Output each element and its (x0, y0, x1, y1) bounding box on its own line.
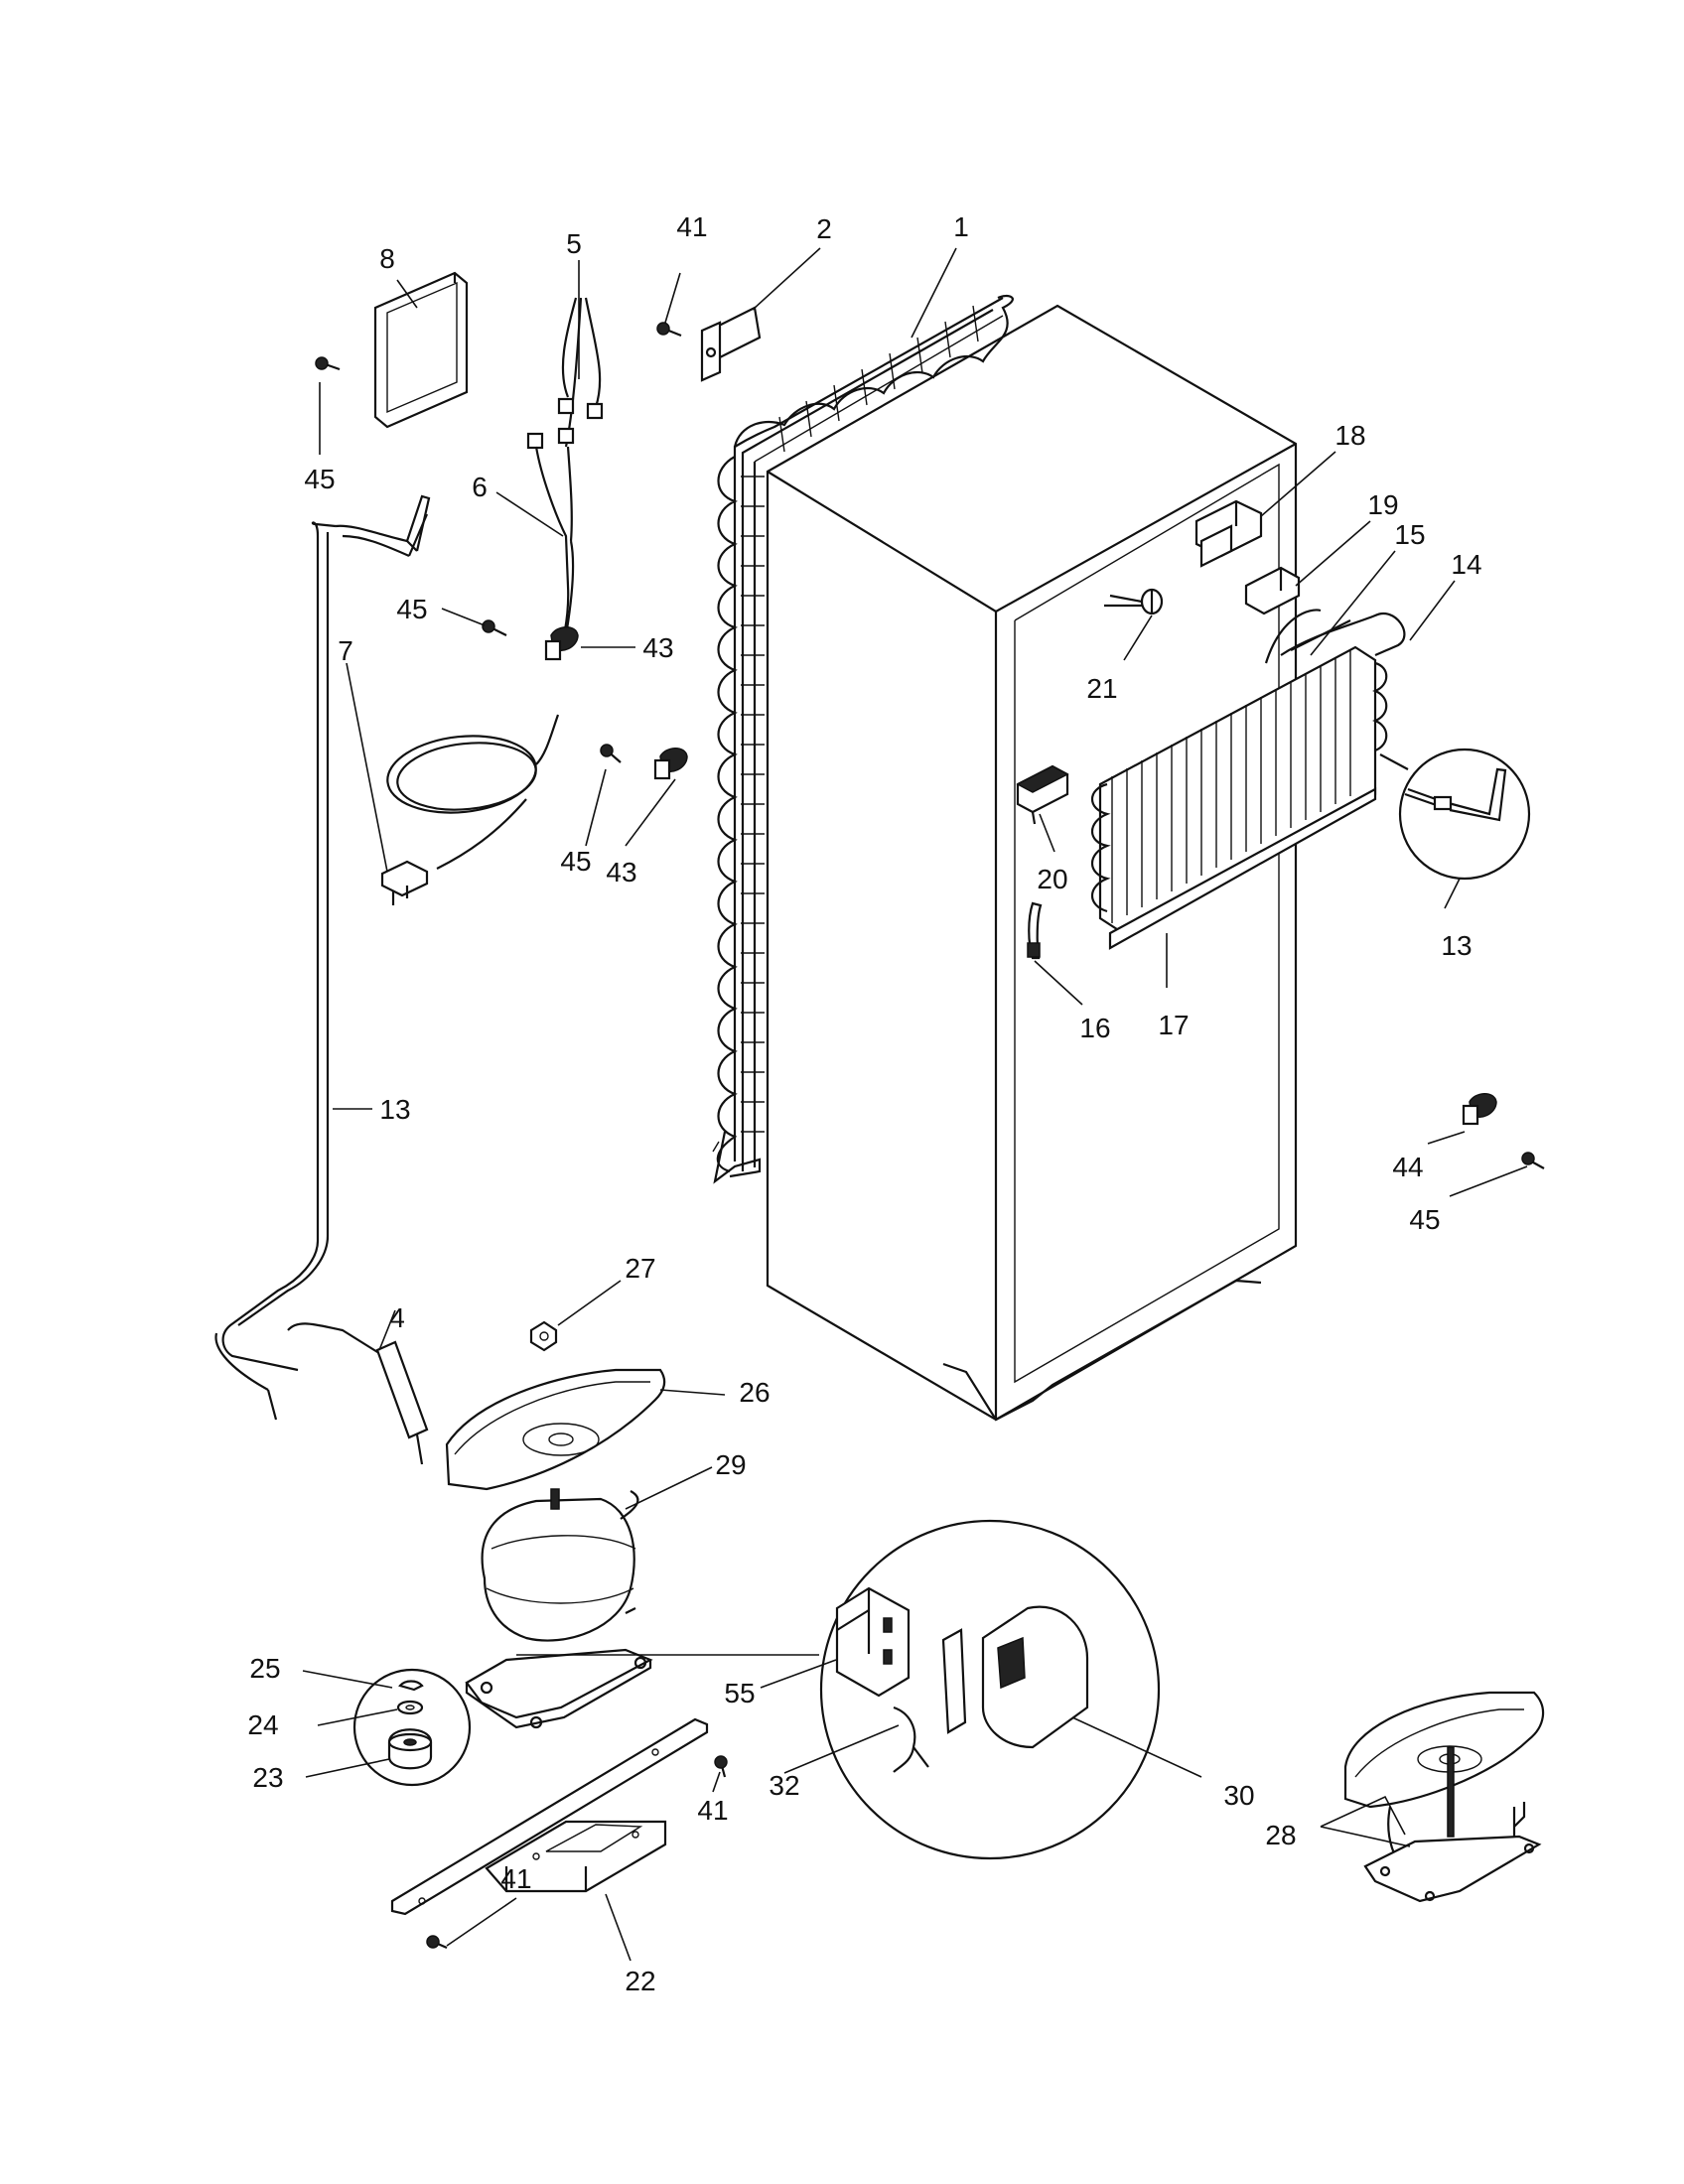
callout-26: 26 (739, 1377, 770, 1408)
screw-41c (426, 1935, 448, 1950)
bracket-20 (1016, 764, 1069, 825)
callout-20: 20 (1037, 864, 1067, 894)
bracket-2 (700, 306, 762, 382)
callout-27: 27 (625, 1253, 655, 1284)
cabinet (766, 304, 1298, 1422)
base-rail-22 (390, 1717, 709, 1916)
compressor-pan-28 (1343, 1691, 1545, 1903)
nut-27 (529, 1320, 558, 1352)
clip-43a (544, 626, 579, 661)
plug-21 (1104, 588, 1164, 615)
callout-7: 7 (338, 635, 353, 666)
drier-4 (287, 1322, 429, 1465)
callout-45-c: 45 (560, 846, 591, 877)
clip-44 (1462, 1093, 1497, 1126)
callout-4: 4 (389, 1302, 405, 1333)
screw-45a (315, 356, 341, 371)
callout-6: 6 (472, 472, 488, 502)
callout-17: 17 (1158, 1010, 1189, 1040)
callout-44: 44 (1392, 1152, 1423, 1182)
callout-25: 25 (249, 1653, 280, 1684)
callout-45-d: 45 (1409, 1204, 1440, 1235)
callout-23: 23 (252, 1762, 283, 1793)
drain-pan-26 (445, 1368, 666, 1491)
callout-29: 29 (715, 1449, 746, 1480)
defrost-thermostat (1194, 499, 1263, 568)
callout-45-a: 45 (304, 464, 335, 494)
callout-16: 16 (1079, 1013, 1110, 1043)
screw-41b (714, 1755, 728, 1778)
callout-41-top: 41 (676, 211, 707, 242)
callout-13-left: 13 (379, 1094, 410, 1125)
callout-43-b: 43 (606, 857, 636, 887)
bracket-19 (1244, 566, 1301, 615)
callout-45-b: 45 (396, 594, 427, 624)
callout-24: 24 (247, 1709, 278, 1740)
condenser-coil (712, 294, 1014, 1184)
relay-detail (819, 1519, 1161, 1860)
callout-19: 19 (1367, 489, 1398, 520)
wire-harness-5 (526, 297, 604, 636)
callout-30: 30 (1223, 1780, 1254, 1811)
screw-41a (656, 322, 682, 338)
callout-18: 18 (1334, 420, 1365, 451)
clip-43b (653, 748, 688, 780)
tube-assembly-13 (214, 494, 431, 1421)
callout-5: 5 (566, 228, 582, 259)
callout-22: 22 (625, 1966, 655, 1996)
callout-14: 14 (1451, 549, 1481, 580)
callout-2: 2 (816, 213, 832, 244)
screw-45d (1521, 1152, 1545, 1169)
screw-45c (600, 744, 622, 763)
screw-45b (482, 619, 507, 636)
compressor-29 (465, 1488, 653, 1729)
callout-21: 21 (1086, 673, 1117, 704)
callout-41-bottom: 41 (500, 1863, 531, 1894)
callout-43-a: 43 (642, 632, 673, 663)
leader-lines (302, 247, 1528, 1962)
callout-1: 1 (953, 211, 969, 242)
callout-13-right: 13 (1441, 930, 1472, 961)
cover-8 (373, 271, 469, 429)
callout-41-mid: 41 (697, 1795, 728, 1826)
tube-detail-13 (1379, 748, 1531, 881)
callout-15: 15 (1394, 519, 1425, 550)
grommet-detail (352, 1668, 472, 1787)
evaporator (1090, 609, 1406, 950)
callout-labels: 1 2 41 5 8 45 6 45 43 7 45 43 13 18 19 1… (247, 211, 1481, 1996)
callout-32: 32 (769, 1770, 799, 1801)
callout-28: 28 (1265, 1820, 1296, 1850)
heater-clip-16 (1027, 901, 1043, 960)
power-cord-7 (380, 714, 560, 905)
callout-8: 8 (379, 243, 395, 274)
callout-55: 55 (724, 1678, 755, 1708)
